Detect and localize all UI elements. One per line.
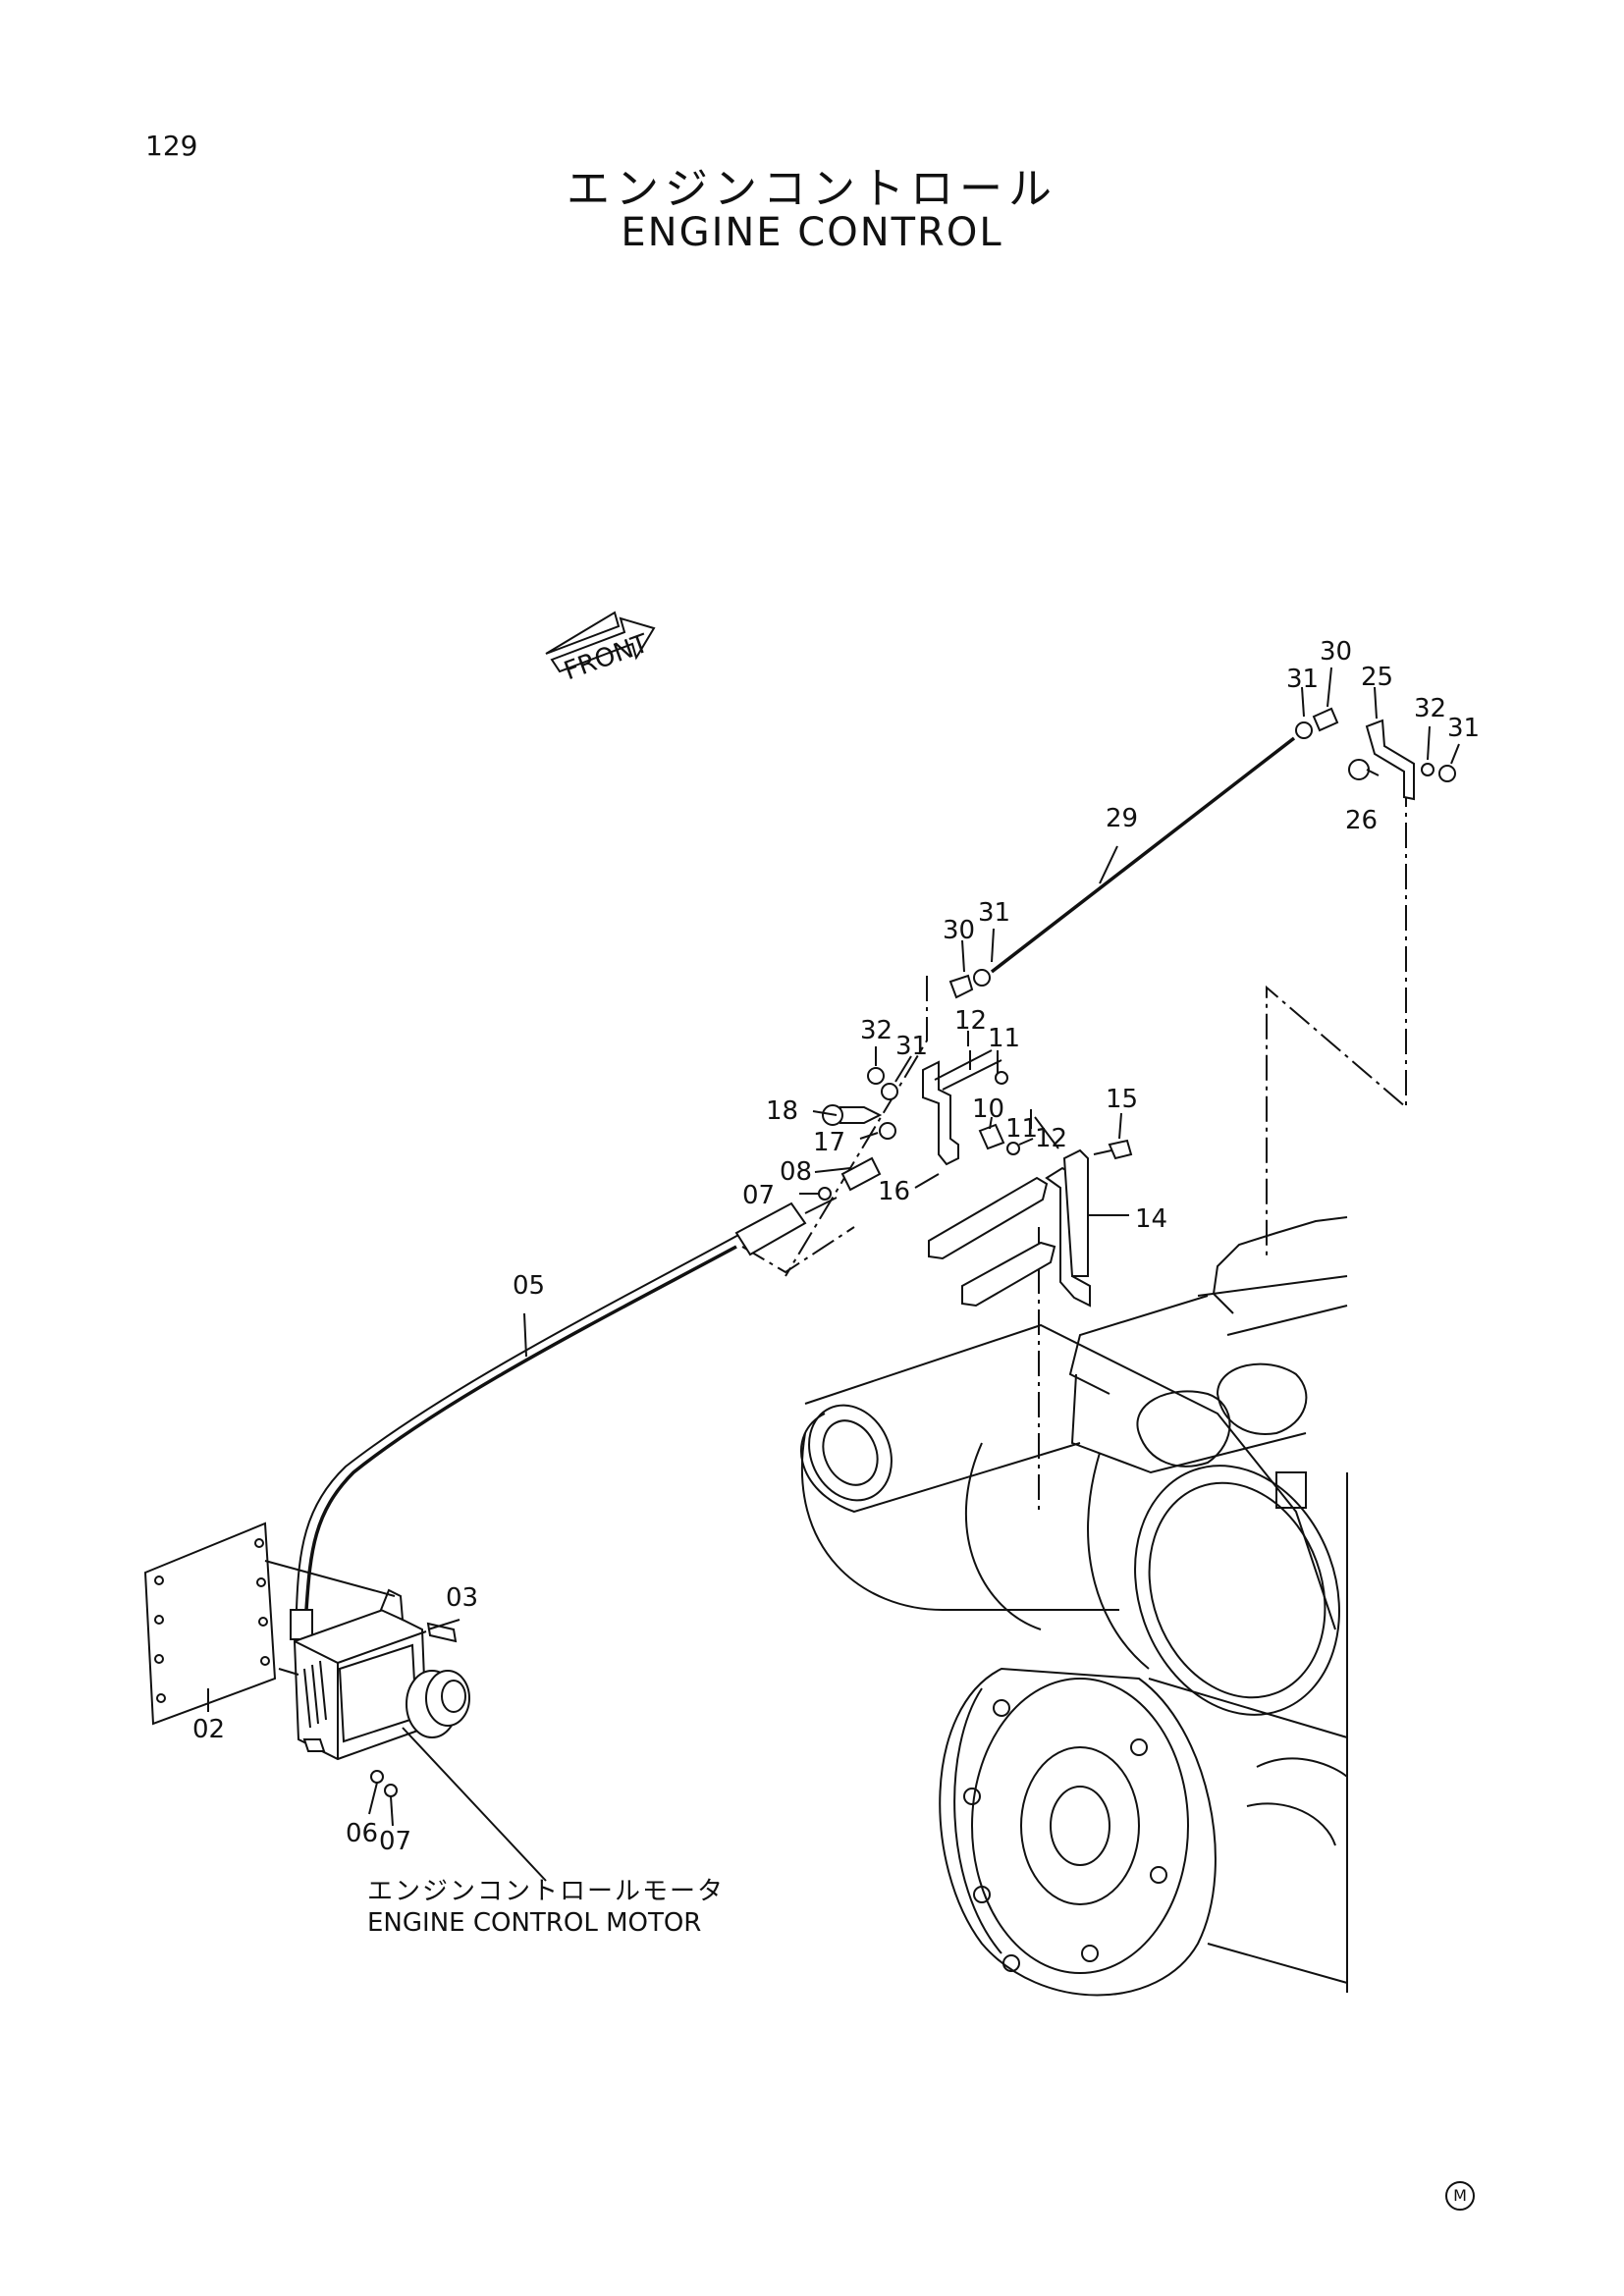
leader-lines [741, 781, 1407, 1512]
callout: 05 [513, 1271, 545, 1301]
callout: 03 [446, 1583, 478, 1613]
throttle-rod [948, 707, 1339, 999]
callout: 07 [379, 1827, 411, 1856]
callout: 15 [1106, 1085, 1138, 1114]
callout: 26 [1345, 806, 1378, 835]
callout: 12 [1035, 1124, 1067, 1153]
callout: 07 [742, 1181, 775, 1210]
callout: 30 [1320, 637, 1352, 667]
callout: 29 [1106, 804, 1138, 833]
callout: 31 [1447, 714, 1480, 743]
callout: 25 [1361, 663, 1393, 692]
callout: 11 [988, 1024, 1020, 1053]
callout: 08 [780, 1157, 812, 1187]
mounting-plate [143, 1522, 277, 1726]
callout: 18 [766, 1096, 798, 1126]
callout: 06 [346, 1819, 378, 1848]
callout: 31 [978, 898, 1010, 928]
callout-leaders [207, 667, 1460, 1827]
callout: 16 [878, 1177, 910, 1206]
callout: 10 [972, 1095, 1004, 1124]
callout: 17 [813, 1128, 845, 1157]
page-title: ENGINE CONTROL [621, 210, 1003, 255]
lever-assembly [822, 1049, 1032, 1166]
callout: 32 [860, 1016, 893, 1045]
callout: 31 [895, 1032, 928, 1061]
callout: 11 [1005, 1114, 1038, 1144]
engine-control-motor [264, 1560, 547, 1882]
motor-caption-japanese: エンジンコントロールモータ [367, 1877, 726, 1906]
callout: 12 [954, 1006, 987, 1036]
circled-m-mark: M [1445, 2181, 1475, 2211]
page-title-japanese: エンジンコントロール [567, 164, 1057, 214]
callout: 31 [1286, 665, 1319, 694]
control-cable [290, 1156, 882, 1640]
callout: 02 [192, 1715, 225, 1744]
page-number: 129 [145, 130, 198, 162]
engine-outline [800, 1216, 1348, 1997]
callout: 14 [1135, 1204, 1167, 1234]
bracket-upper [1348, 719, 1456, 801]
callout: 30 [943, 916, 975, 945]
bracket-lower [928, 1139, 1133, 1308]
part-callouts: 30 31 25 32 31 26 29 30 31 32 31 12 11 1… [192, 637, 1480, 1856]
front-arrow-icon: FRONT [545, 611, 656, 686]
callout: 32 [1414, 694, 1446, 723]
motor-caption: ENGINE CONTROL MOTOR [367, 1908, 702, 1938]
